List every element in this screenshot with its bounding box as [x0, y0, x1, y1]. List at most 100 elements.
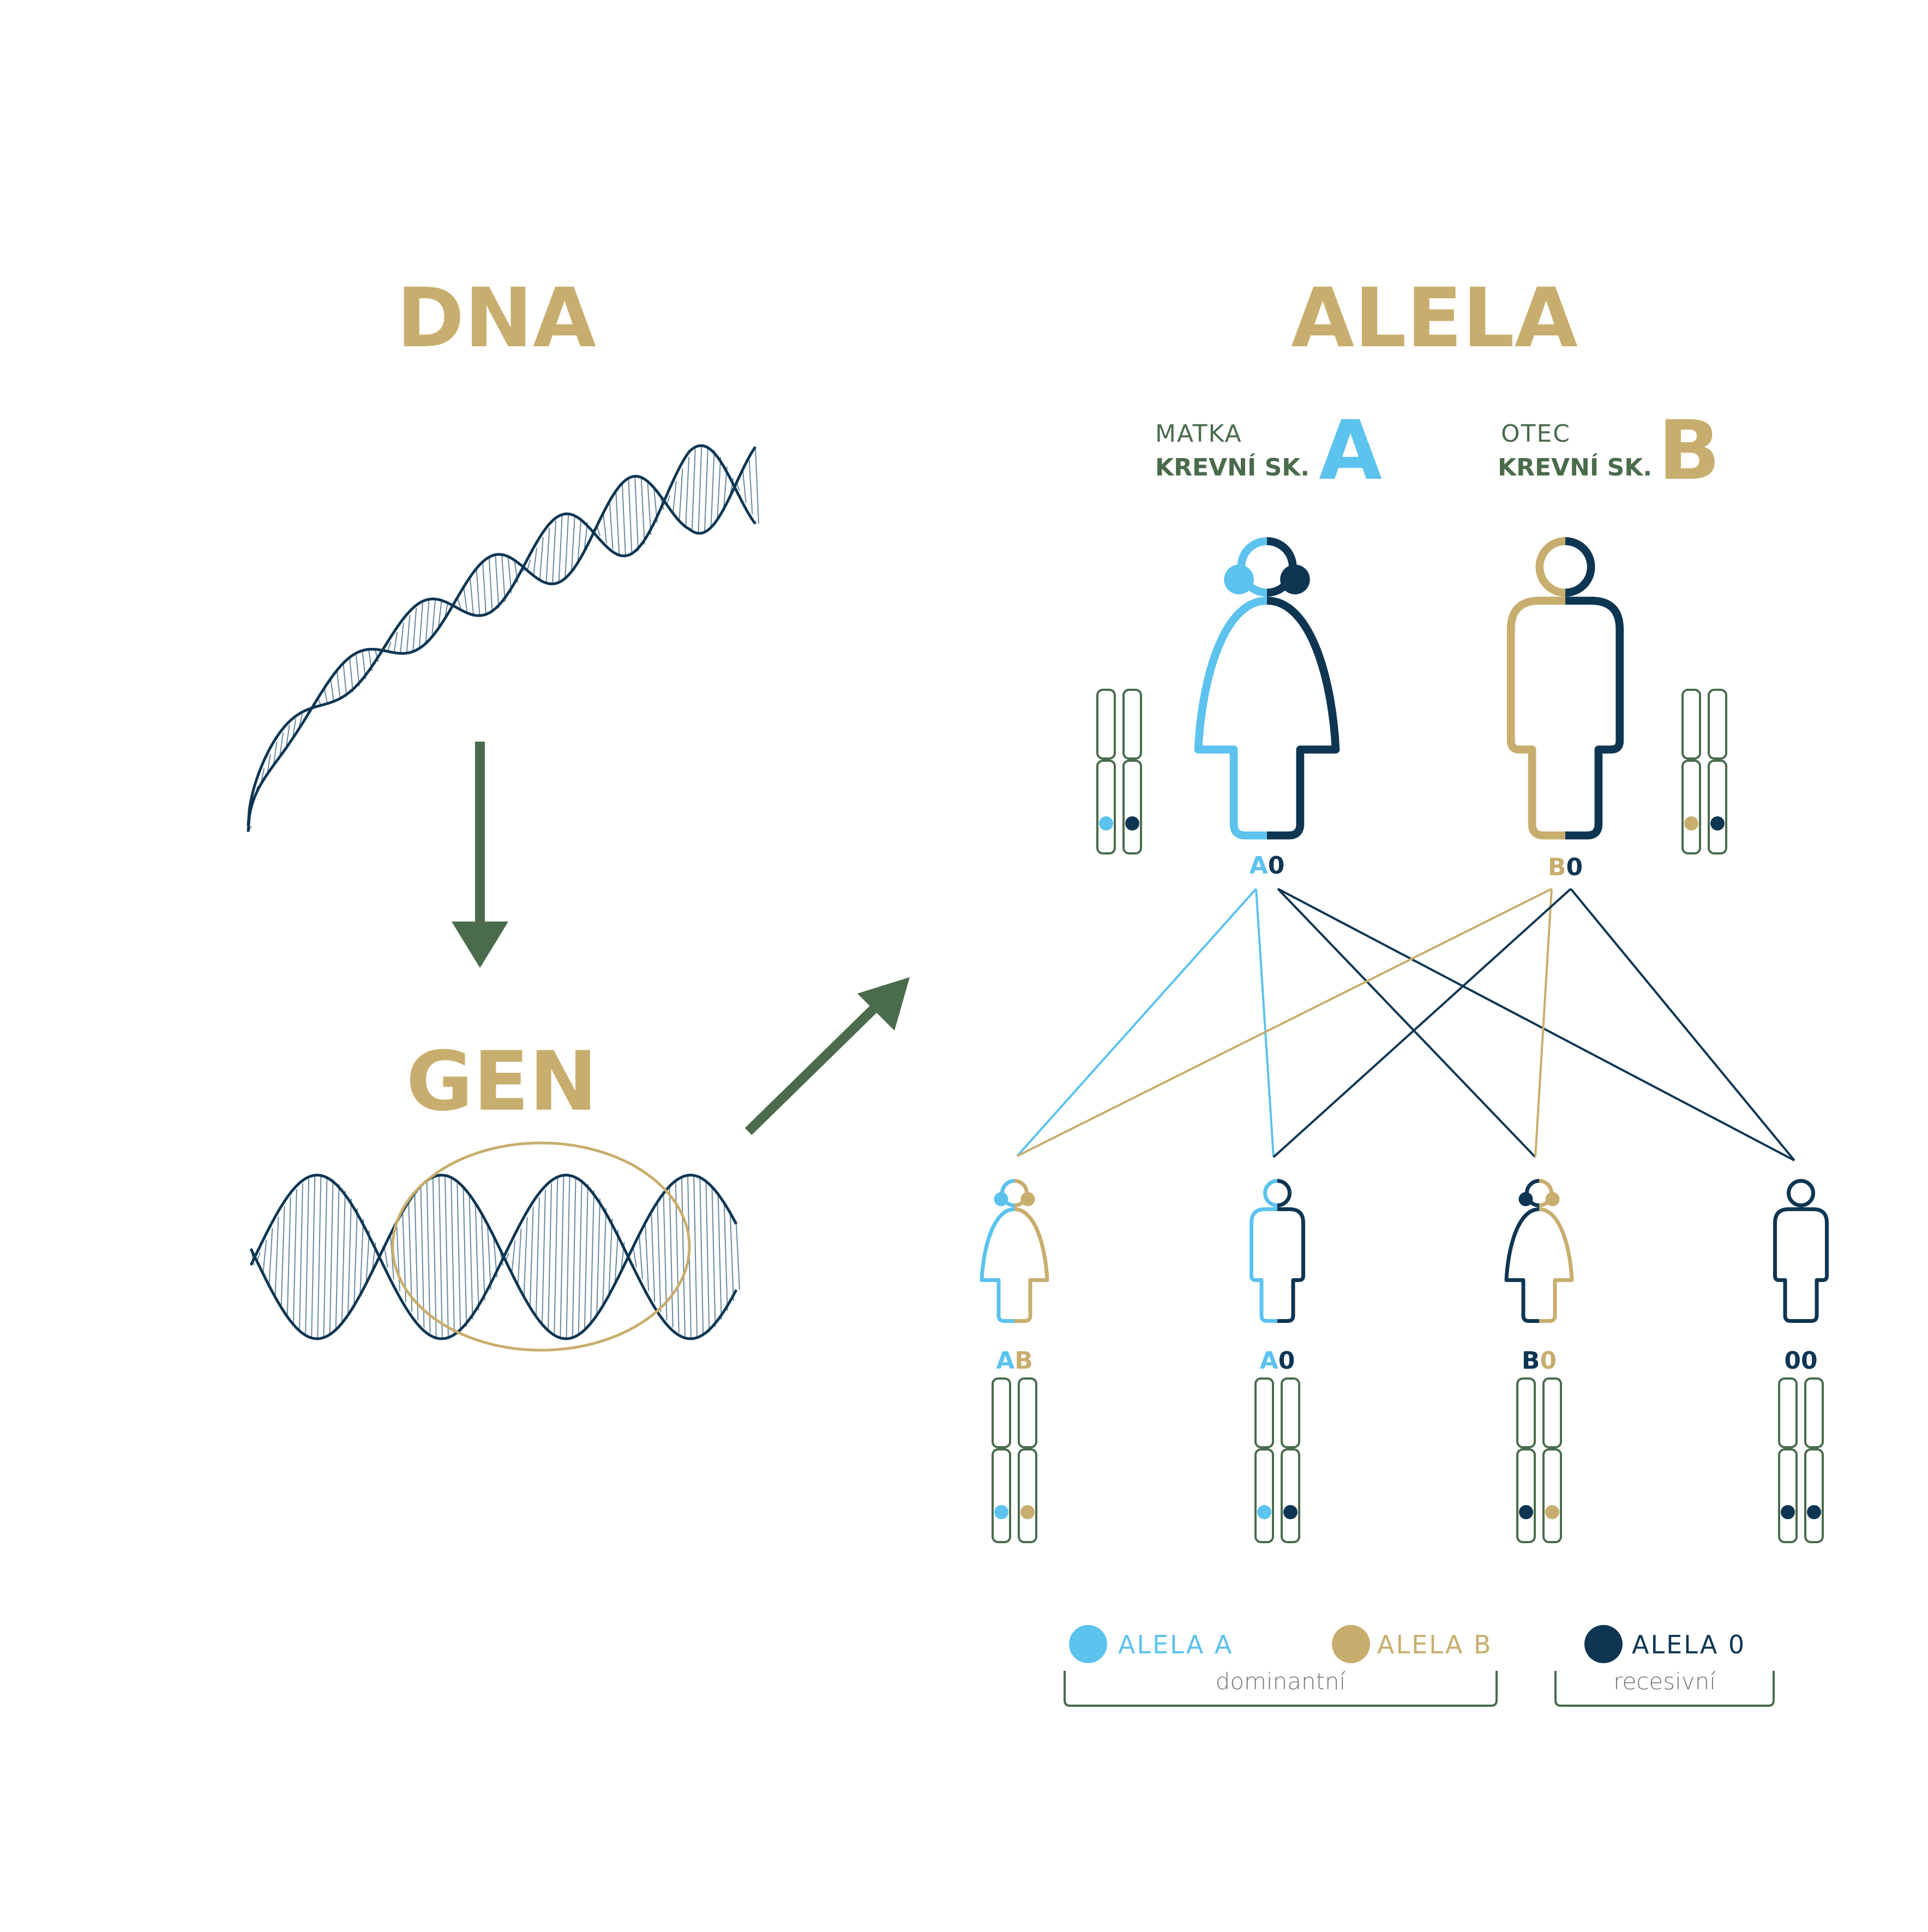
dna-rung	[432, 1177, 437, 1337]
child-figure-1-body-left	[980, 1207, 1015, 1323]
chromosome-arm-upper	[1804, 1377, 1824, 1448]
allele-marker-dot	[1710, 816, 1725, 830]
chromosome-arm-upper	[1681, 689, 1701, 760]
dna-rung	[469, 1194, 473, 1320]
legend-label-0: ALELA 0	[1632, 1630, 1746, 1659]
child-chromosomes-4	[1778, 1377, 1824, 1543]
dna-rung	[523, 1217, 528, 1297]
dna-rung	[476, 568, 481, 616]
dna-rung	[387, 641, 392, 652]
allele-marker-dot	[994, 1505, 1008, 1519]
dna-rung	[584, 522, 588, 552]
dna-rung	[511, 1240, 516, 1274]
child-chromosomes-2	[1254, 1377, 1300, 1543]
child-chromosomes-1	[992, 1377, 1037, 1543]
child-figure-1-hair-right	[1020, 1192, 1035, 1206]
dna-rung	[393, 631, 398, 653]
gen-helix-strand-2	[249, 1173, 738, 1340]
child-figure-1	[980, 1179, 1049, 1323]
line-father-b-child3	[1534, 888, 1553, 1158]
allele-marker-dot	[1125, 816, 1139, 830]
child-genotype-4: 00	[1784, 1347, 1817, 1375]
dna-rung	[542, 1189, 546, 1325]
dna-rung	[711, 1187, 716, 1327]
child-figure-4-head-right	[1800, 1179, 1815, 1207]
dna-rung	[457, 1181, 461, 1333]
dna-rung	[647, 481, 652, 535]
dominant-label: dominantní	[1216, 1668, 1346, 1695]
dna-rung	[602, 1208, 607, 1306]
chromosome-arm-upper	[1708, 689, 1727, 760]
child-figure-2-head-right	[1277, 1179, 1292, 1207]
dna-rung	[426, 1181, 431, 1333]
child-figure-4-body-left	[1773, 1207, 1801, 1323]
dna-rung	[349, 657, 353, 693]
dna-rung	[323, 1176, 328, 1338]
chromosome-arm-upper	[1122, 689, 1142, 760]
allele-marker-dot	[1807, 1505, 1821, 1519]
dna-rung	[608, 1218, 613, 1296]
allele-marker-dot	[1257, 1505, 1271, 1519]
title-dna: DNA	[397, 271, 596, 366]
dna-rung	[710, 450, 715, 528]
dna-rung	[445, 1175, 449, 1339]
dna-rung	[457, 597, 461, 609]
dna-rung	[292, 1189, 297, 1325]
gene-highlight-ellipse	[391, 1141, 691, 1352]
father-chromosomes	[1681, 689, 1727, 854]
chromosome-arm-lower	[1018, 1448, 1037, 1543]
dna-rung	[299, 1183, 303, 1331]
dna-rung	[268, 1228, 273, 1286]
dna-rung	[736, 1224, 740, 1290]
child-genotype-3: B0	[1522, 1347, 1557, 1375]
allele-marker-dot	[1519, 1505, 1533, 1519]
chromosome-arm-lower	[1778, 1448, 1798, 1543]
dna-rung	[285, 724, 290, 748]
child-figure-2-body-right	[1277, 1207, 1305, 1323]
dna-rung	[663, 1193, 668, 1321]
line-father-0-child2	[1272, 888, 1572, 1158]
dna-rung	[570, 514, 575, 572]
dna-rung	[539, 537, 544, 580]
allele-marker-dot	[1283, 1505, 1298, 1519]
dna-rung	[572, 1176, 576, 1338]
dna-rung	[603, 513, 607, 544]
dna-top-helix	[247, 444, 759, 832]
dna-rung	[341, 1190, 346, 1323]
dna-rung	[615, 491, 620, 554]
dna-rung	[584, 1184, 588, 1330]
dna-rung	[463, 587, 468, 612]
chromosome-arm-upper	[1281, 1377, 1300, 1448]
child-figure-3-hair-left	[1518, 1192, 1533, 1206]
allele-marker-dot	[1781, 1505, 1795, 1519]
down-arrow-icon	[452, 742, 508, 968]
line-mother-a-child1	[1016, 888, 1257, 1157]
dna-rung	[621, 483, 626, 556]
dna-rung	[488, 557, 493, 613]
mother-chromosomes	[1096, 689, 1142, 854]
child-figure-2-body-left	[1250, 1207, 1277, 1323]
legend-dot-a	[1069, 1625, 1107, 1663]
dna-rung	[273, 742, 278, 766]
recessive-bracket	[1554, 1671, 1775, 1707]
dna-rung	[400, 622, 404, 654]
dna-rung	[685, 456, 690, 527]
chromosome-arm-lower	[1708, 760, 1727, 854]
dna-rung	[475, 1203, 479, 1311]
chromosome-arm-lower	[992, 1448, 1011, 1543]
dna-rung	[566, 1175, 570, 1339]
gen-helix-strand-1	[249, 1173, 738, 1340]
dna-rung	[420, 1186, 425, 1328]
dna-rung	[408, 1201, 413, 1313]
line-father-0-child4	[1570, 888, 1795, 1161]
child-figure-3	[1504, 1179, 1574, 1323]
dominant-bracket	[1064, 1671, 1498, 1707]
mother-figure	[1194, 537, 1340, 840]
dna-top-helix-strand-2	[247, 444, 757, 826]
dna-rung	[755, 447, 759, 524]
dna-rung	[495, 555, 500, 609]
dna-rung	[729, 1213, 734, 1301]
legend-dot-0	[1584, 1625, 1623, 1663]
mother-figure-body-right	[1266, 597, 1340, 840]
